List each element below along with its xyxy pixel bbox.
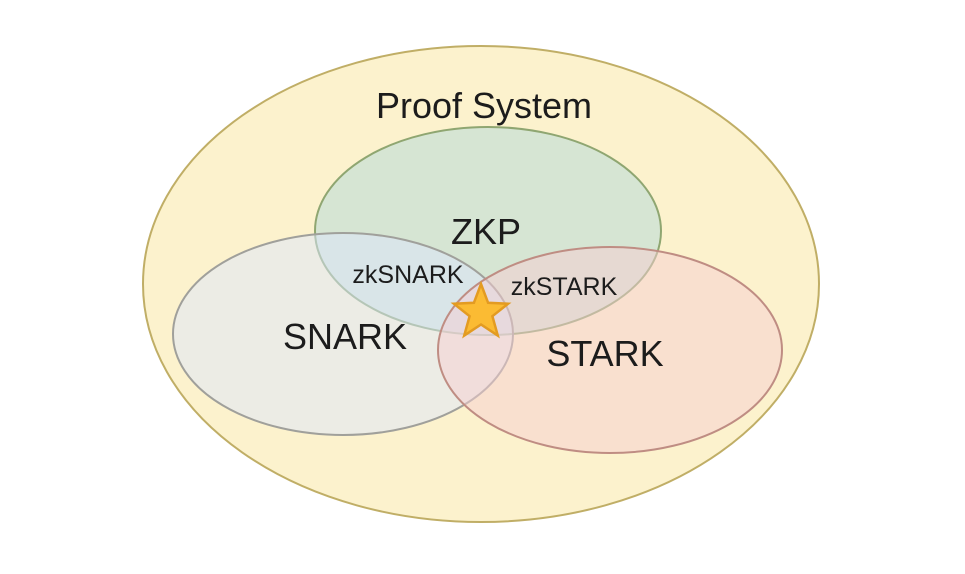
star-icon	[450, 280, 512, 339]
zkstark-label: zkSTARK	[511, 273, 618, 301]
snark-label: SNARK	[283, 316, 407, 357]
zksnark-label: zkSNARK	[352, 261, 463, 289]
stark-ellipse	[437, 246, 783, 454]
proof-system-label: Proof System	[376, 85, 592, 126]
zkp-label: ZKP	[451, 211, 521, 252]
stark-label: STARK	[546, 333, 663, 374]
